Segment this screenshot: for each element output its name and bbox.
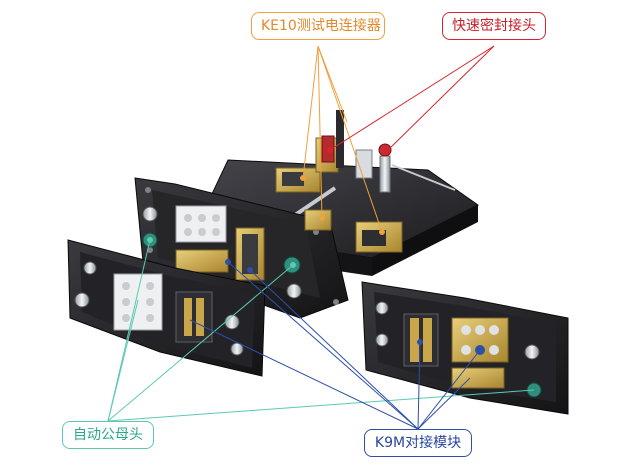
quick-seal-leader-lines — [327, 45, 495, 155]
auto-male-female-label: 自动公母头 — [62, 421, 154, 449]
right-panel — [361, 281, 569, 415]
auto-leader-lines — [107, 237, 535, 422]
k9m-module-label: K9M对接模块 — [364, 429, 472, 457]
k9m-leader-lines — [189, 259, 481, 430]
ke10-connectors — [275, 110, 403, 253]
ke10-connector-label: KE10测试电连接器 — [251, 12, 385, 40]
center-panel — [134, 177, 349, 319]
left-panel — [67, 239, 266, 377]
quick-seal-label: 快速密封接头 — [442, 12, 546, 40]
ke10-leader-lines — [300, 45, 385, 235]
